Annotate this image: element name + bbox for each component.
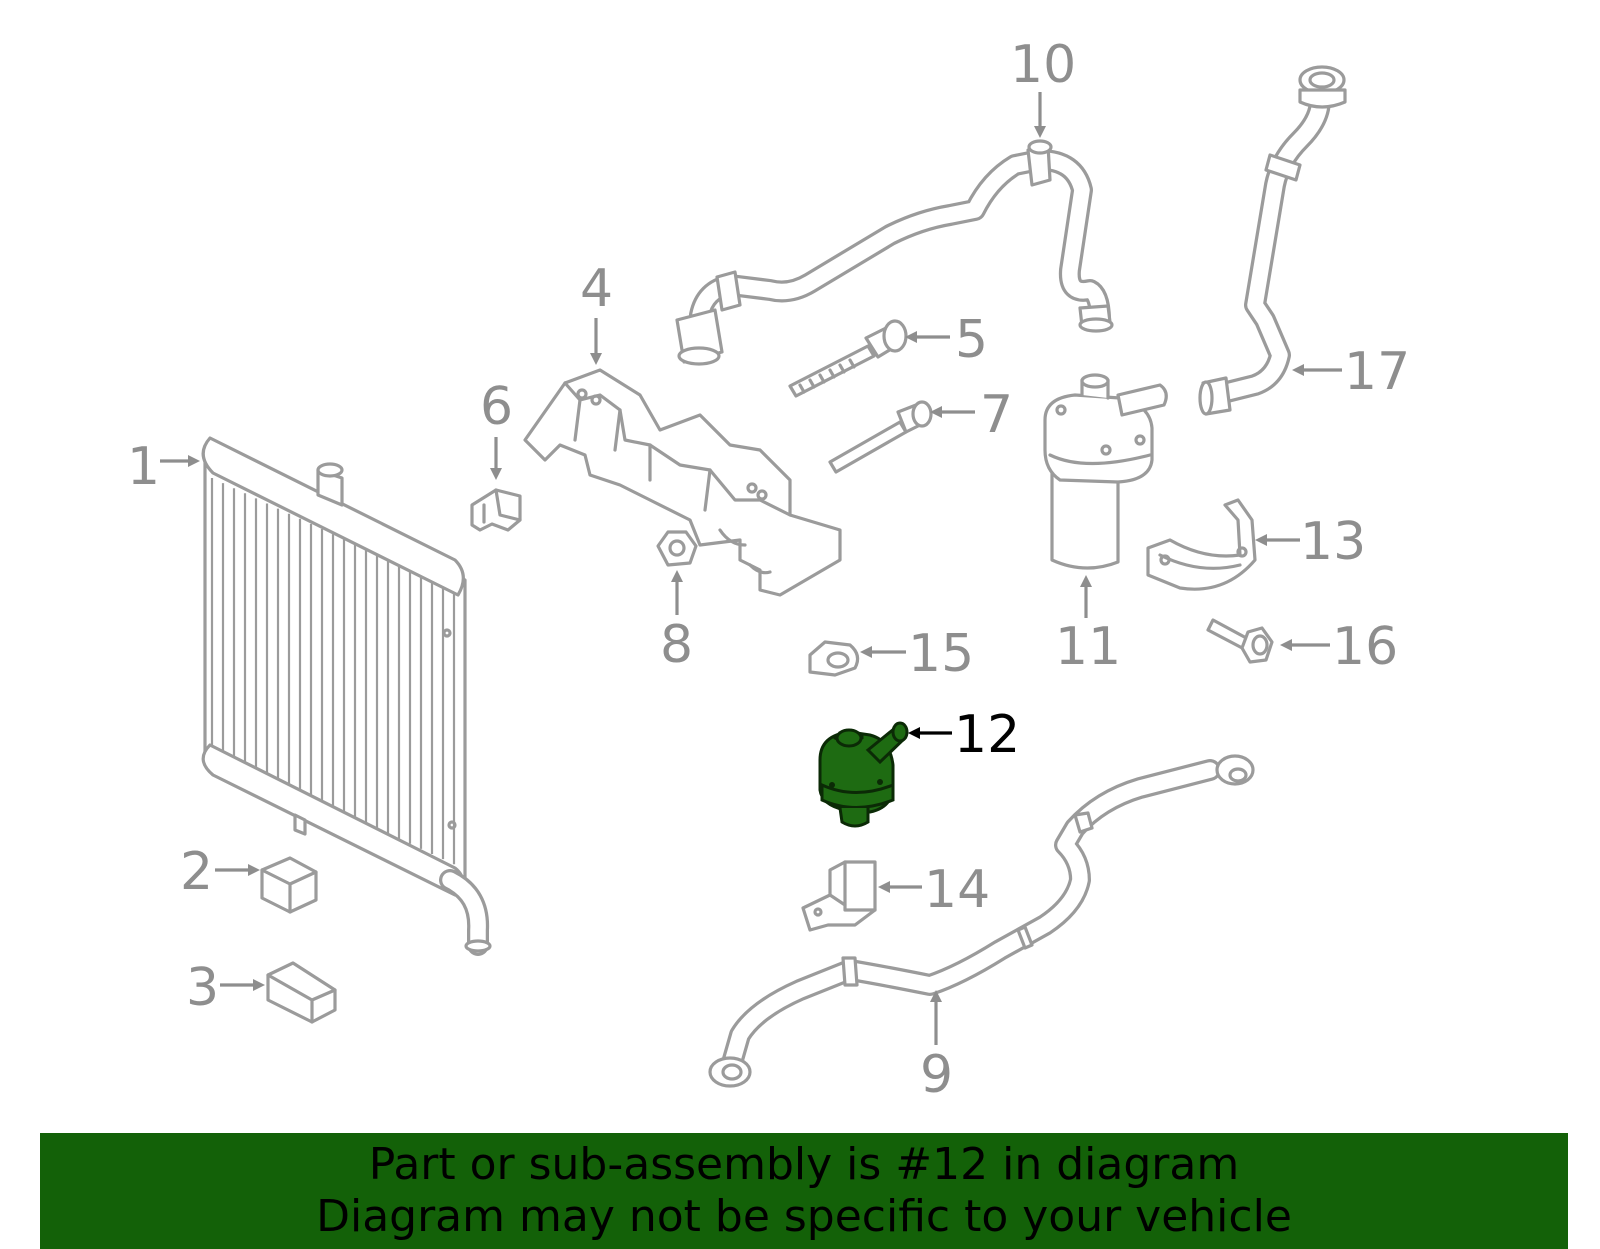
arrowhead-7 (930, 406, 942, 418)
banner-line-disclaimer: Diagram may not be specific to your vehi… (316, 1191, 1292, 1242)
arrowhead-12 (908, 727, 920, 739)
callout-8: 8 (660, 615, 693, 675)
callout-12: 12 (954, 705, 1020, 765)
arrowhead-16 (1280, 639, 1292, 651)
callout-9: 9 (920, 1045, 953, 1105)
arrowhead-15 (860, 646, 872, 658)
arrowhead-4 (590, 353, 602, 365)
bolt-part-16[interactable] (1206, 618, 1274, 664)
bolt-part-7[interactable] (828, 400, 933, 474)
arrowhead-6 (490, 468, 502, 480)
parts-diagram: 1 2 3 4 5 6 7 8 9 10 11 12 13 14 15 16 1… (127, 35, 1410, 1105)
leader-arrows (160, 92, 1342, 1045)
hose-part-17[interactable] (1198, 65, 1347, 416)
electric-water-pump-part-11[interactable] (1043, 373, 1168, 570)
radiator-part-1[interactable] (201, 436, 492, 956)
upper-hose-part-10[interactable] (675, 139, 1114, 366)
callout-2: 2 (180, 842, 213, 902)
callout-11: 11 (1055, 617, 1121, 677)
lower-hose-part-9[interactable] (708, 754, 1255, 1088)
auxiliary-water-pump-part-12[interactable] (818, 721, 909, 828)
arrowhead-9 (930, 990, 942, 1002)
bracket-part-14[interactable] (801, 860, 877, 932)
banner-line-part-info: Part or sub-assembly is #12 in diagram (368, 1139, 1240, 1190)
callout-16: 16 (1332, 617, 1398, 677)
arrowhead-14 (878, 881, 890, 893)
callout-6: 6 (480, 377, 513, 437)
clip-part-15[interactable] (808, 640, 860, 677)
callout-17: 17 (1344, 342, 1410, 402)
callout-14: 14 (924, 860, 990, 920)
clip-part-6[interactable] (470, 488, 522, 532)
callout-7: 7 (980, 385, 1013, 445)
arrowhead-10 (1034, 126, 1046, 138)
callout-13: 13 (1300, 512, 1366, 572)
callout-labels: 1 2 3 4 5 6 7 8 9 10 11 12 13 14 15 16 1… (127, 35, 1410, 1105)
bolt-part-5[interactable] (788, 319, 908, 398)
nut-part-8[interactable] (656, 530, 698, 567)
bracket-part-2[interactable] (260, 856, 318, 914)
arrowhead-1 (188, 455, 200, 467)
callout-3: 3 (186, 958, 219, 1018)
callout-1: 1 (127, 437, 160, 497)
arrowhead-13 (1255, 534, 1267, 546)
arrowhead-3 (253, 979, 265, 991)
callout-10: 10 (1010, 35, 1076, 95)
callout-5: 5 (955, 310, 988, 370)
arrowhead-5 (905, 331, 917, 343)
callout-15: 15 (908, 624, 974, 684)
callout-4: 4 (580, 259, 613, 319)
clamp-bracket-part-13[interactable] (1146, 498, 1257, 591)
mounting-bracket-part-4[interactable] (523, 368, 842, 597)
mount-part-3[interactable] (266, 961, 337, 1024)
info-banner: Part or sub-assembly is #12 in diagram D… (40, 1133, 1568, 1249)
arrowhead-17 (1292, 364, 1304, 376)
arrowhead-8 (671, 570, 683, 582)
arrowhead-11 (1080, 575, 1092, 587)
arrowhead-2 (248, 864, 260, 876)
